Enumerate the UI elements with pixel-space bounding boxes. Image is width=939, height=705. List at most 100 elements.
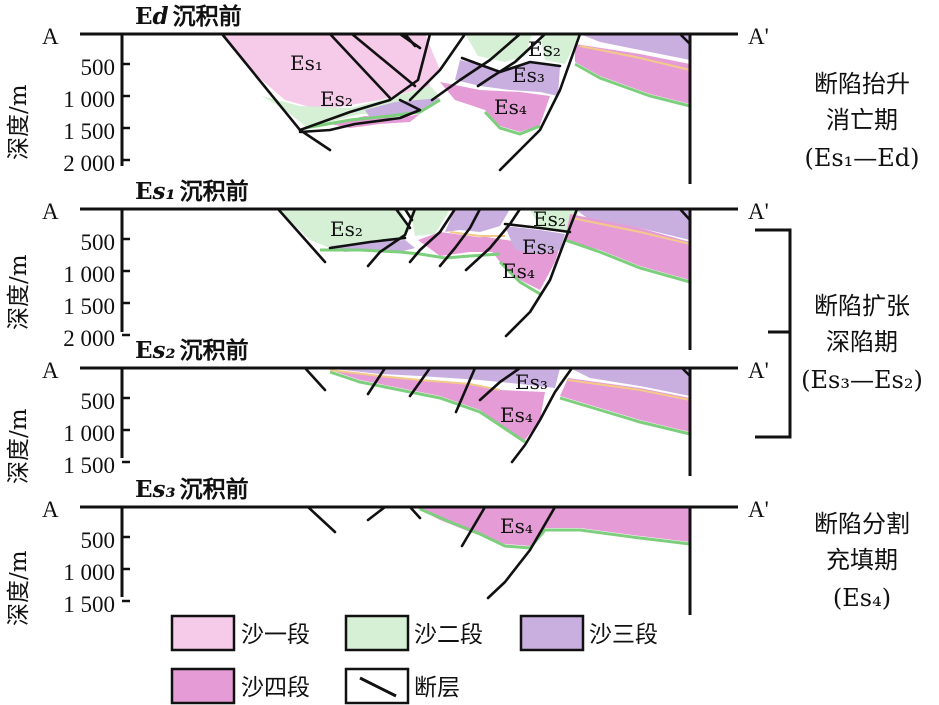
tick-label: 1 000 — [63, 560, 115, 585]
fault — [403, 32, 417, 48]
panel-ed — [220, 32, 692, 172]
phase-1-line3: (Es₁—Ed) — [804, 144, 919, 172]
fault — [678, 32, 692, 46]
unit-label-es2: Es₂ — [528, 37, 561, 61]
phase-2-line3: (Es₃—Es₂) — [801, 366, 923, 394]
fault — [303, 366, 327, 392]
section-left-label-1: A — [42, 24, 59, 49]
legend-swatch-es1 — [170, 614, 236, 652]
unit-labels: Es₁ Es₂ Es₂ Es₃ Es₄ Es₂ Es₂ Es₃ Es₄ Es₃ … — [290, 37, 566, 538]
unit-label-es1: Es₁ — [290, 51, 323, 75]
es4-body — [440, 82, 550, 132]
es4-right-base — [559, 396, 691, 436]
fault — [510, 366, 574, 464]
tick-label: 1 000 — [63, 421, 115, 446]
legend-label-es1: 沙一段 — [241, 622, 310, 648]
unit-label-es4: Es₄ — [494, 95, 527, 119]
es4-right — [560, 378, 690, 432]
phase-1-line1: 断陷抬升 — [814, 70, 910, 98]
tick-label: 500 — [81, 528, 116, 553]
legend-label-es2: 沙二段 — [414, 622, 483, 648]
es2-body-2 — [410, 209, 450, 236]
tick-label: 1 000 — [63, 262, 115, 287]
axis-label-4: 深度/m — [6, 550, 32, 626]
panel-es3 — [306, 505, 691, 600]
tick-label: 500 — [81, 230, 116, 255]
es4-right — [565, 214, 690, 280]
tick-label: 1 000 — [63, 87, 115, 112]
section-left-label-2: A — [42, 199, 59, 224]
es4-right — [575, 44, 690, 104]
legend-swatch-es3 — [519, 614, 585, 652]
unit-label-es4: Es₄ — [500, 403, 533, 427]
es3-right-orange — [571, 217, 691, 245]
fault — [298, 128, 332, 152]
fault-icon — [359, 676, 397, 698]
fault — [328, 32, 392, 100]
es3-right — [570, 368, 690, 396]
fault — [503, 222, 572, 234]
fault — [430, 32, 522, 102]
section-right-label-2: A' — [748, 199, 769, 224]
section-left-label-4: A — [42, 497, 59, 522]
fault — [220, 32, 302, 132]
tick-label: 2 000 — [63, 151, 115, 176]
es3-right-orange — [579, 45, 691, 71]
phase-3-line2: 充填期 — [826, 546, 898, 574]
section-right-label-3: A' — [748, 358, 769, 383]
es2-base-line — [304, 98, 441, 130]
es3-right-orange — [567, 379, 691, 401]
es4-right-base — [574, 62, 691, 108]
legend-swatch-es2 — [344, 614, 410, 652]
es3-mid-orange — [449, 231, 505, 237]
es2-top-right — [465, 34, 532, 62]
unit-label-es4: Es₄ — [500, 514, 533, 538]
fault — [460, 56, 562, 74]
tick-label: 1 500 — [63, 294, 115, 319]
legend: 沙一段 沙二段 沙三段 沙四段 断层 — [170, 614, 658, 705]
tick-label: 2 000 — [63, 326, 115, 351]
fault — [366, 207, 417, 268]
es3-mid — [445, 209, 510, 232]
tick-label: 1 500 — [63, 453, 115, 478]
es3-core — [505, 226, 565, 254]
phase-labels: 断陷抬升 消亡期 (Es₁—Ed) 断陷扩张 深陷期 (Es₃—Es₂) 断陷分… — [801, 70, 923, 612]
fault — [464, 207, 522, 272]
fault — [408, 32, 467, 102]
fault — [478, 366, 522, 402]
unit-label-es2: Es₂ — [320, 87, 353, 111]
fault — [328, 236, 407, 250]
es2-top-right2 — [540, 34, 580, 64]
es3-left — [365, 98, 440, 118]
es2-body — [262, 86, 440, 126]
tick-label: 500 — [81, 389, 116, 414]
phase-2-line2: 深陷期 — [826, 328, 898, 356]
es4-base-line — [498, 260, 541, 296]
fault — [408, 366, 432, 398]
tick-label: 500 — [81, 55, 116, 80]
es3-body — [455, 60, 560, 96]
fault — [408, 505, 422, 520]
unit-label-es4: Es₄ — [502, 259, 535, 283]
fault — [366, 505, 387, 522]
panel-frames — [80, 32, 738, 615]
fault — [678, 207, 692, 222]
legend-label-fault: 断层 — [414, 675, 460, 701]
fault — [504, 207, 579, 338]
es4-base-line — [483, 110, 541, 136]
tick-label: 1 500 — [63, 592, 115, 617]
fault — [454, 366, 477, 414]
phase-3-line3: (Es₄) — [833, 584, 891, 612]
section-right-label-1: A' — [748, 24, 769, 49]
es4-base-line — [329, 370, 526, 444]
fault — [438, 207, 482, 268]
unit-label-es3: Es₃ — [515, 370, 548, 394]
legend-swatch-es4 — [170, 667, 236, 705]
fault — [276, 207, 327, 264]
fault — [298, 98, 422, 134]
